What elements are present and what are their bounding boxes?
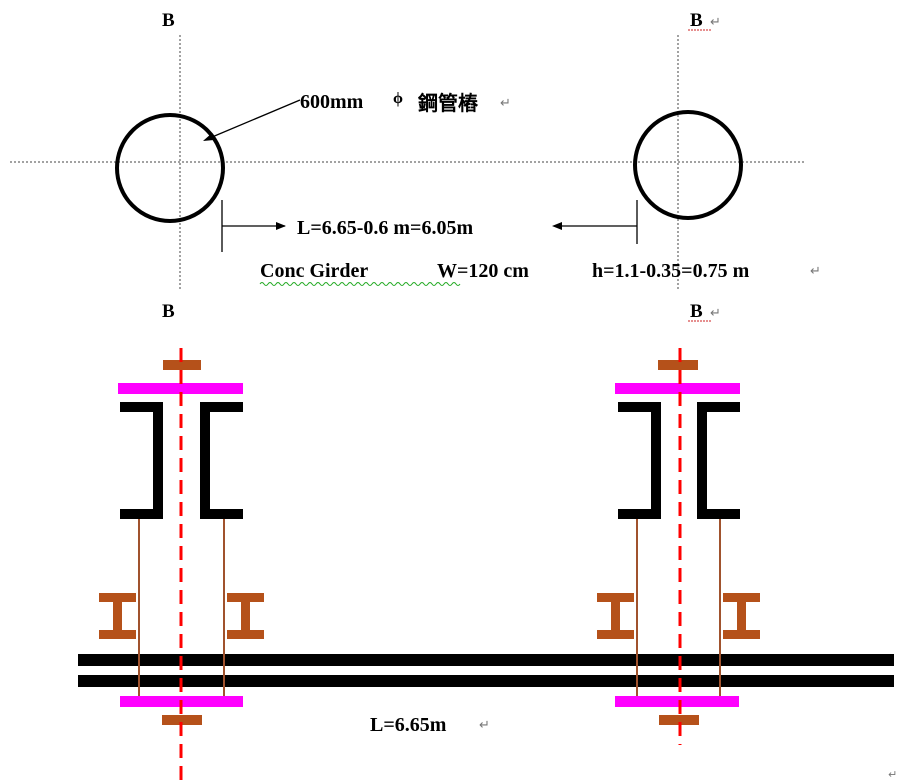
- i-beam-bracket: [227, 593, 264, 639]
- top-flange-plate: [118, 383, 243, 394]
- channel-section-left: [120, 402, 163, 519]
- phi-symbol: ϕ: [393, 90, 403, 107]
- channel-section-right: [697, 402, 740, 519]
- girder-width-label: W=120 cm: [437, 260, 529, 282]
- pile-leader-arrowhead: [203, 133, 214, 141]
- steel-pile-right: [633, 110, 743, 220]
- span-arrowhead-right-pointing: [276, 222, 286, 230]
- girder-name-label: Conc Girder: [260, 260, 368, 282]
- pile-assembly-right: [597, 348, 760, 745]
- bottom-cap-block: [162, 715, 202, 725]
- main-beam-lower: [78, 675, 894, 687]
- section-mark-right-bottom: B: [690, 301, 703, 322]
- spellcheck-underline: [259, 282, 461, 286]
- girder-height-label: h=1.1-0.35=0.75 m: [592, 260, 750, 282]
- section-mark-left-top: B: [162, 10, 175, 31]
- paragraph-mark: ↵: [500, 96, 511, 111]
- paragraph-mark: ↵: [479, 718, 490, 733]
- main-beam-upper: [78, 654, 894, 666]
- section-mark-right-top: B: [690, 10, 703, 31]
- channel-section-left: [618, 402, 661, 519]
- paragraph-mark: ↵: [810, 264, 821, 279]
- top-cap-block: [658, 360, 698, 370]
- span-arrowhead-left-pointing: [552, 222, 562, 230]
- paragraph-mark: ↵: [710, 15, 721, 30]
- steel-pile-left: [115, 113, 225, 223]
- span-label-top: L=6.65-0.6 m=6.05m: [297, 217, 473, 239]
- top-flange-plate: [615, 383, 740, 394]
- pile-label-chinese: 鋼管樁: [418, 91, 479, 115]
- pile-diameter-label: 600mm: [300, 91, 364, 113]
- bottom-cap-block: [659, 715, 699, 725]
- section-view: B B ↵: [78, 301, 897, 781]
- plan-view: B B ↵ 600mm ϕ 鋼管樁 ↵ L=6.65-0.6 m=6.05m C…: [10, 10, 821, 290]
- i-beam-bracket: [723, 593, 760, 639]
- i-beam-bracket: [99, 593, 136, 639]
- span-label-bottom: L=6.65m: [370, 714, 447, 736]
- bottom-flange-plate: [615, 696, 739, 707]
- top-cap-block: [163, 360, 201, 370]
- channel-section-right: [200, 402, 243, 519]
- paragraph-mark: ↵: [888, 768, 897, 781]
- pile-leader-line: [204, 99, 301, 141]
- section-mark-left-bottom: B: [162, 301, 175, 322]
- paragraph-mark: ↵: [710, 306, 721, 321]
- i-beam-bracket: [597, 593, 634, 639]
- pile-assembly-left: [99, 348, 264, 780]
